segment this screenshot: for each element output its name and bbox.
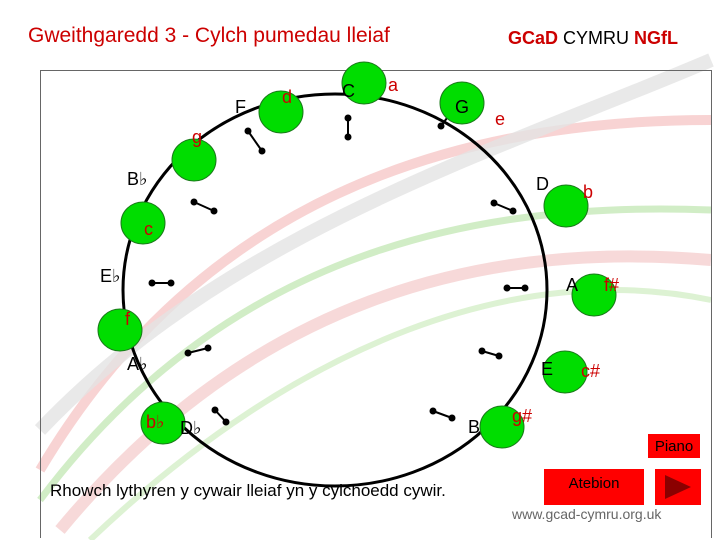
major-key-Ab: A♭: [127, 354, 148, 374]
minor-key-e: e: [495, 109, 506, 129]
minor-key-f-sharp: f#: [604, 275, 620, 295]
answer-drop-circle[interactable]: [258, 90, 304, 134]
minor-key-g-sharp: g#: [512, 406, 533, 426]
tick-dot: [184, 349, 192, 357]
frame-left: [40, 70, 41, 538]
tick-dot: [509, 207, 517, 215]
answers-button[interactable]: Atebion: [544, 469, 644, 505]
minor-key-f: f: [125, 309, 131, 329]
instruction-text: Rhowch lythyren y cywair lleiaf yn y cyl…: [50, 481, 446, 500]
tick-dot: [148, 279, 156, 287]
major-key-A: A: [566, 275, 579, 295]
minor-key-b: b: [583, 182, 594, 202]
tick-dot: [244, 127, 252, 135]
major-key-F: F: [235, 97, 246, 117]
minor-key-b-flat: b♭: [146, 412, 165, 432]
brand-cymru: CYMRU: [558, 28, 635, 48]
brand-ngfl: NGfL: [634, 28, 679, 48]
tick-dot: [204, 344, 212, 352]
answer-drop-circle[interactable]: [341, 61, 387, 105]
tick-dot: [429, 407, 437, 415]
major-key-C: C: [342, 81, 355, 101]
tick-dot: [167, 279, 175, 287]
answer-drop-circle[interactable]: [542, 350, 588, 394]
minor-key-c-sharp: c#: [581, 361, 601, 381]
answer-drop-circle[interactable]: [120, 201, 166, 245]
play-button[interactable]: [655, 469, 701, 505]
tick-dot: [210, 207, 218, 215]
answer-drop-circle[interactable]: [97, 308, 143, 352]
major-key-Eb: E♭: [100, 266, 121, 286]
play-triangle-icon: [665, 475, 691, 499]
tick-dot: [521, 284, 529, 292]
answer-drop-circle[interactable]: [140, 401, 186, 445]
brand-logo: GCaD CYMRU NGfL: [508, 28, 678, 49]
tick-dot: [222, 418, 230, 426]
tick-dot: [448, 414, 456, 422]
circle-ring: [121, 92, 549, 488]
tick-dot: [490, 199, 498, 207]
tick-dot: [190, 198, 198, 206]
major-key-Bb: B♭: [127, 169, 148, 189]
answer-drop-circle[interactable]: [543, 184, 589, 228]
minor-key-g: g: [192, 127, 203, 147]
tick-dot: [503, 284, 511, 292]
major-key-E: E: [541, 359, 554, 379]
tick-dot: [495, 352, 503, 360]
tick-dot: [344, 114, 352, 122]
major-key-D: D: [536, 174, 549, 194]
minor-key-d: d: [282, 87, 293, 107]
answer-drop-circle[interactable]: [439, 81, 485, 125]
answer-drop-circle[interactable]: [171, 138, 217, 182]
major-key-Db: D♭: [180, 418, 202, 438]
major-key-G: G: [455, 97, 470, 117]
tick-dot: [258, 147, 266, 155]
brand-gcad: GCaD: [508, 28, 559, 48]
tick-dot: [478, 347, 486, 355]
tick-dot: [211, 406, 219, 414]
tick-mark: [193, 201, 215, 212]
major-key-B: B: [468, 417, 481, 437]
piano-button[interactable]: Piano: [648, 434, 700, 458]
answer-drop-circle[interactable]: [479, 405, 525, 449]
tick-mark: [247, 130, 263, 152]
minor-key-a: a: [388, 75, 399, 95]
answer-drop-circle[interactable]: [571, 273, 617, 317]
footer-url: www.gcad-cymru.org.uk: [512, 506, 662, 522]
tick-dot: [344, 133, 352, 141]
tick-dot: [437, 122, 445, 130]
page-title: Gweithgaredd 3 - Cylch pumedau lleiaf: [28, 24, 390, 47]
frame-right: [711, 70, 712, 538]
minor-key-c: c: [144, 219, 153, 239]
